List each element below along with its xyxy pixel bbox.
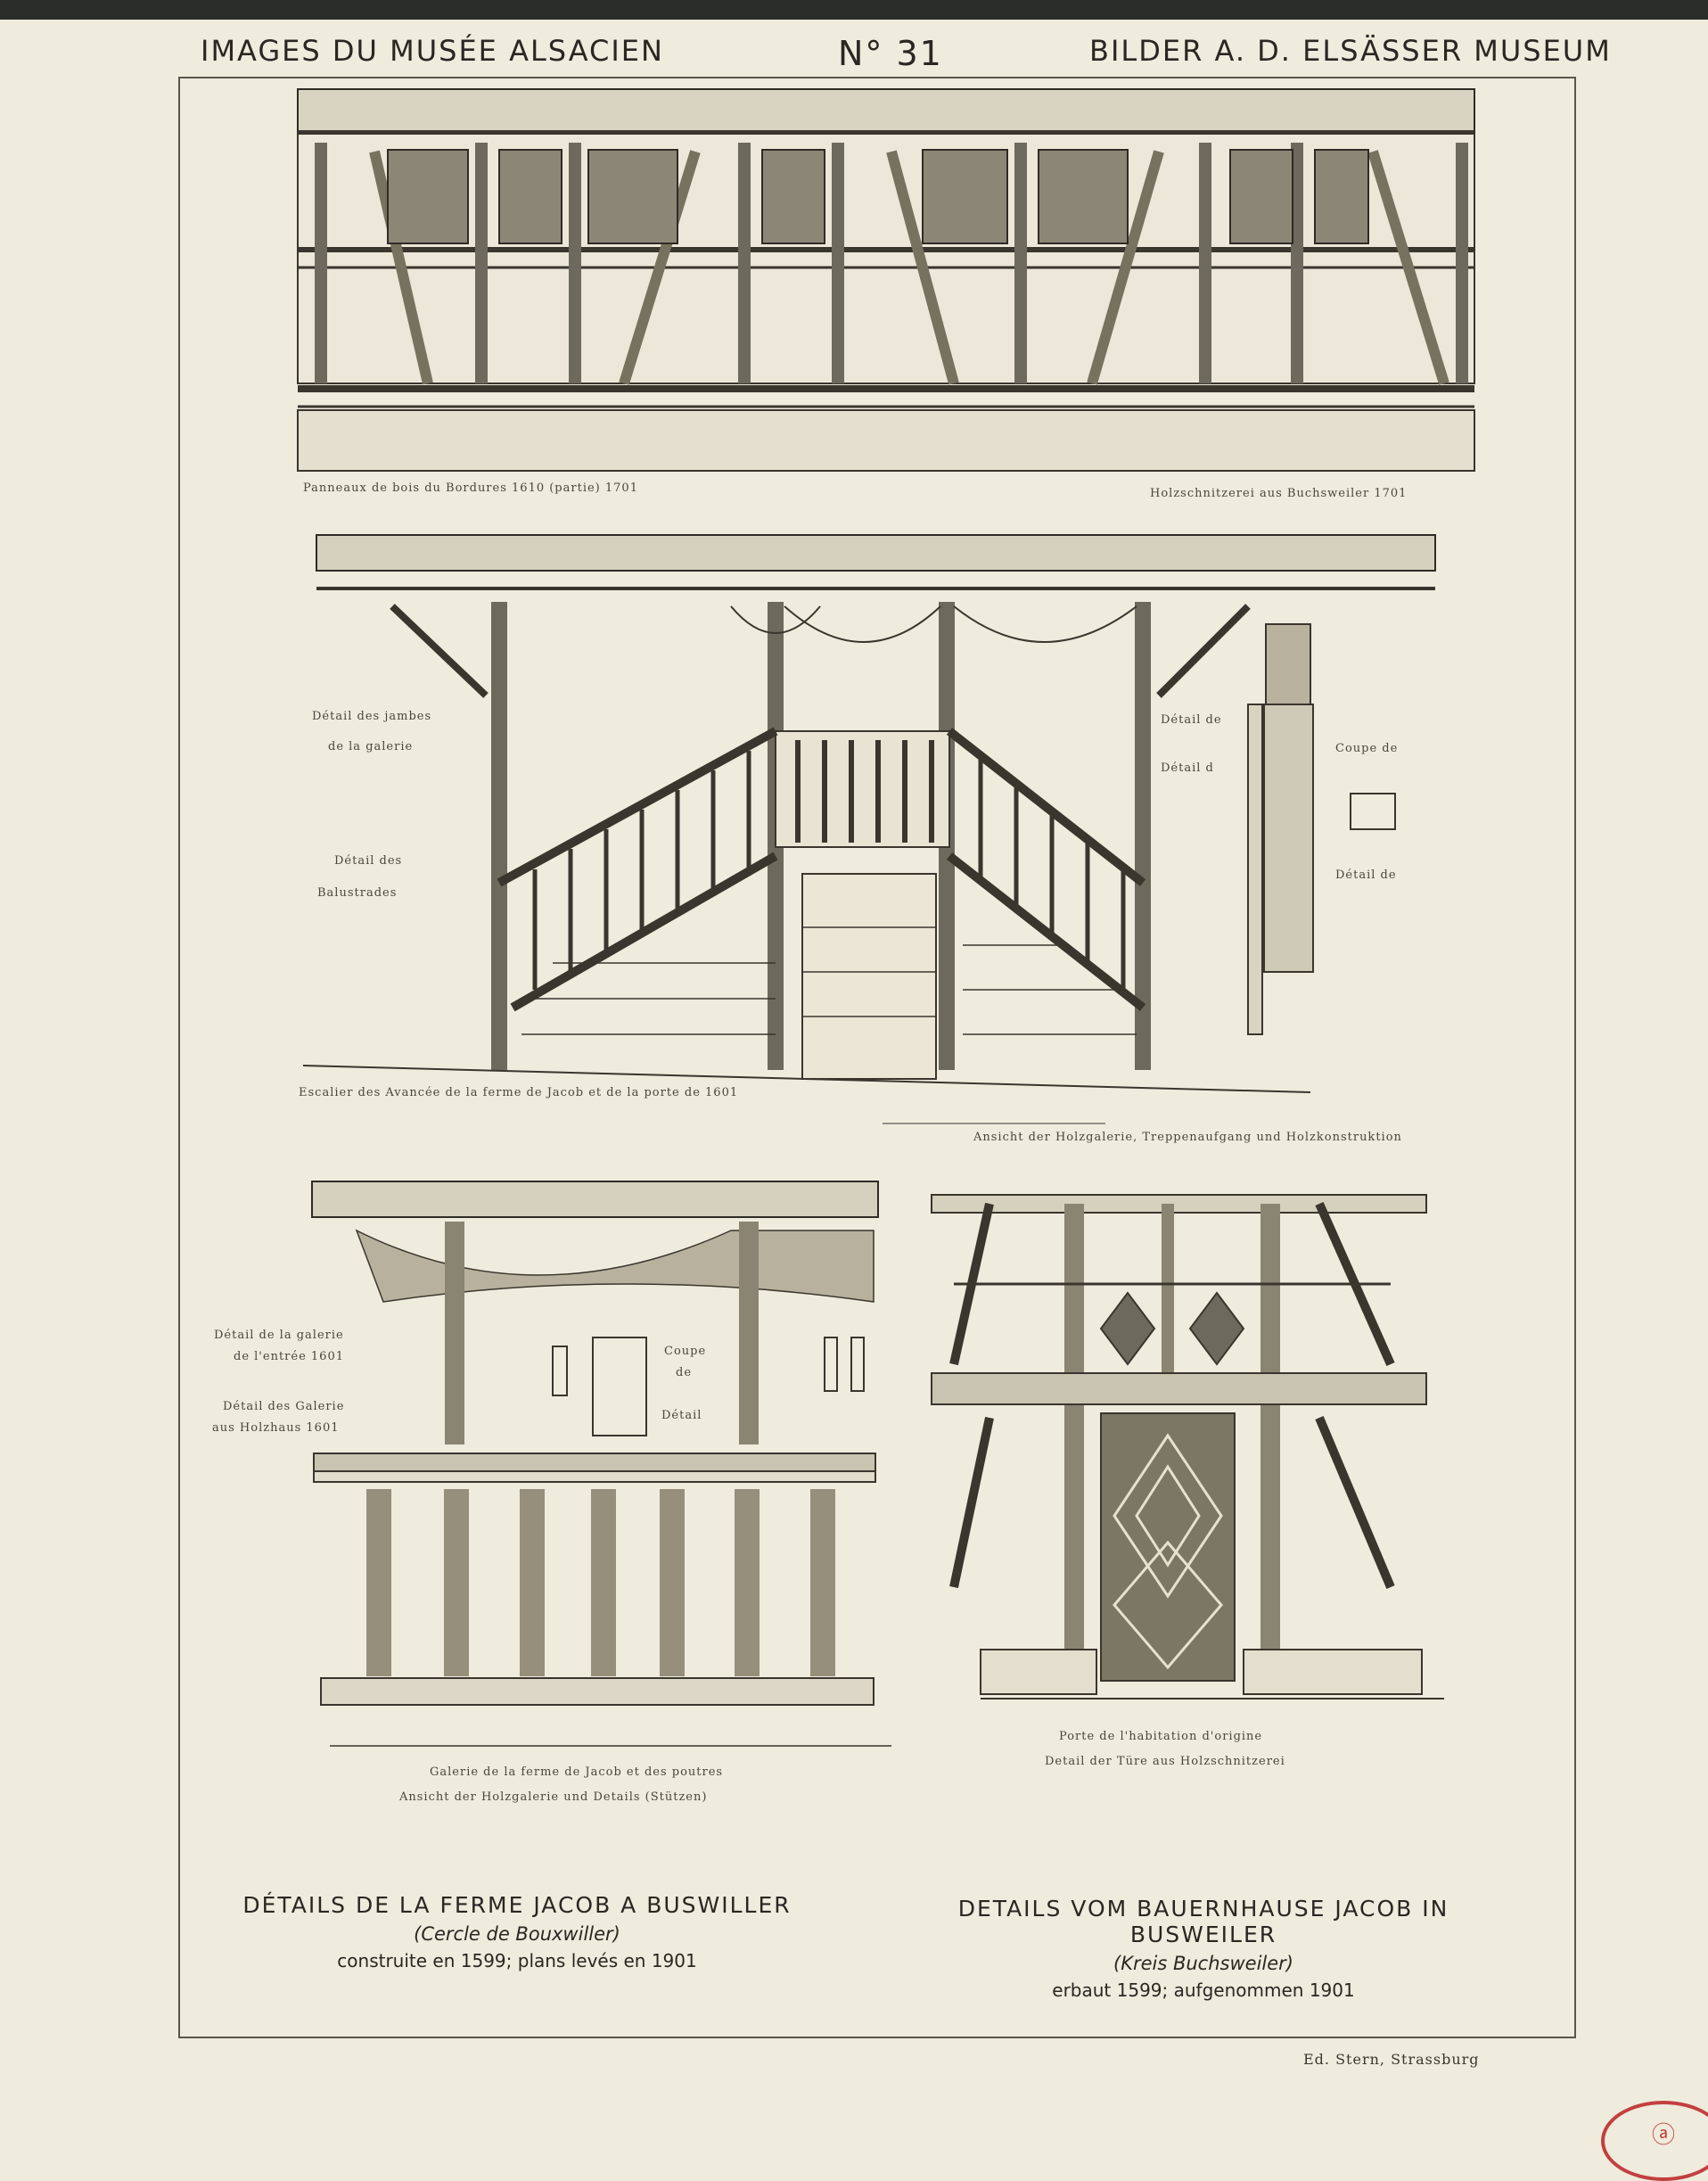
title-french: DÉTAILS DE LA FERME JACOB A BUSWILLER (C… <box>196 1892 838 1971</box>
caption-bottom-right-2: Detail der Türe aus Holzschnitzerei <box>1045 1755 1285 1768</box>
title-german-line3: erbaut 1599; aufgenommen 1901 <box>1052 1979 1355 2001</box>
title-german-line2: (Kreis Buchsweiler) <box>1113 1953 1293 1974</box>
note: aus Holzhaus 1601 <box>212 1421 340 1435</box>
gallery-drawing <box>311 1181 891 1747</box>
door-drawing <box>931 1194 1444 1700</box>
note: de <box>676 1366 693 1379</box>
caption-middle-left: Escalier des Avancée de la ferme de Jaco… <box>299 1086 739 1099</box>
caption-bottom-left-2: Ansicht der Holzgalerie und Details (Stü… <box>399 1790 708 1804</box>
note: de l'entrée 1601 <box>234 1350 344 1363</box>
note: Détail des Galerie <box>223 1400 345 1413</box>
note: Détail de <box>1335 868 1397 882</box>
title-german-line1: DETAILS VOM BAUERNHAUSE JACOB IN BUSWEIL… <box>957 1896 1449 1947</box>
note: Détail des <box>334 854 403 868</box>
top-edge <box>0 0 1708 20</box>
note: Détail <box>661 1409 702 1422</box>
note: Détail des jambes <box>312 710 432 723</box>
caption-top-right: Holzschnitzerei aus Buchsweiler 1701 <box>1150 487 1408 500</box>
note: Détail de <box>1161 713 1222 727</box>
plate-drawings <box>297 88 1475 1747</box>
library-stamp: ⓐ <box>1601 2101 1708 2181</box>
title-french-line1: DÉTAILS DE LA FERME JACOB A BUSWILLER <box>242 1892 792 1918</box>
note: Coupe <box>664 1345 707 1358</box>
printer-credit: Ed. Stern, Strassburg <box>1303 2051 1480 2068</box>
header-right: BILDER A. D. ELSÄSSER MUSEUM <box>1089 34 1612 68</box>
caption-bottom-right-1: Porte de l'habitation d'origine <box>1059 1730 1263 1743</box>
title-german: DETAILS VOM BAUERNHAUSE JACOB IN BUSWEIL… <box>883 1896 1524 2001</box>
note: Détail d <box>1161 761 1214 775</box>
note: Détail de la galerie <box>214 1329 344 1342</box>
title-french-line3: construite en 1599; plans levés en 1901 <box>337 1950 697 1971</box>
staircase-drawing <box>302 534 1436 1093</box>
caption-top-left: Panneaux de bois du Bordures 1610 (parti… <box>303 481 638 495</box>
note: Coupe de <box>1335 742 1399 755</box>
plate-number: N° 31 <box>838 34 943 73</box>
caption-bottom-left-1: Galerie de la ferme de Jacob et des pout… <box>430 1765 724 1779</box>
note: Balustrades <box>317 886 398 900</box>
facade-drawing <box>297 88 1475 472</box>
header-left: IMAGES DU MUSÉE ALSACIEN <box>201 34 664 68</box>
caption-middle-right: Ansicht der Holzgalerie, Treppenaufgang … <box>973 1131 1402 1144</box>
plate-frame <box>178 77 1576 2038</box>
title-french-line2: (Cercle de Bouxwiller) <box>414 1923 620 1945</box>
note: de la galerie <box>328 740 414 753</box>
